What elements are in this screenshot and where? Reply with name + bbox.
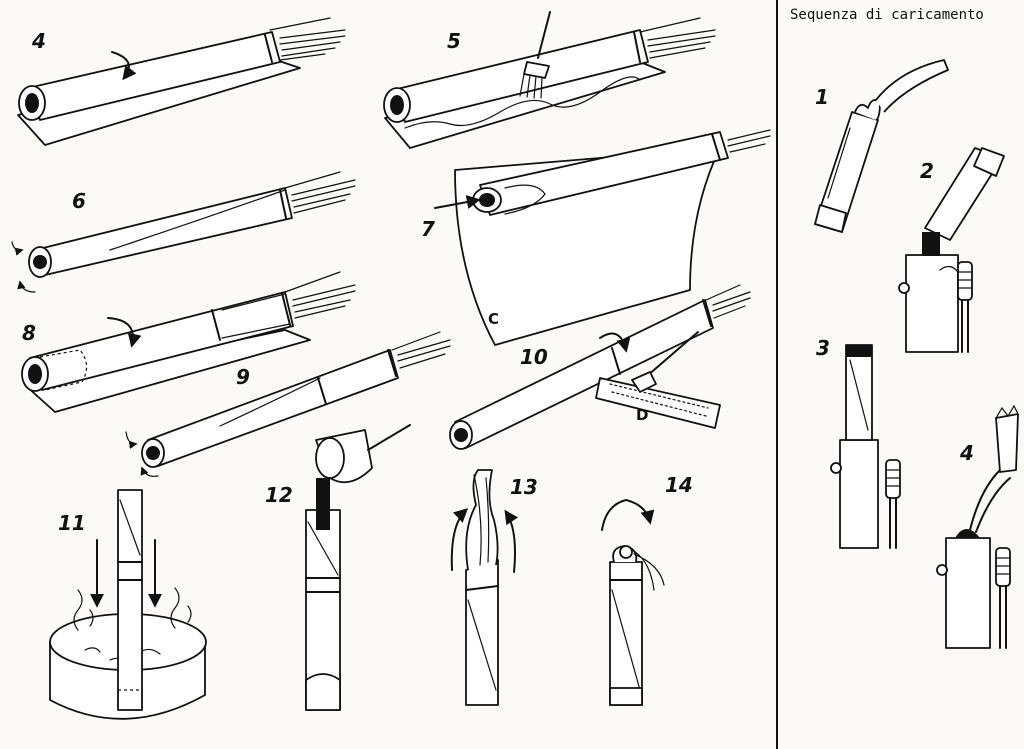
step-10-figure xyxy=(449,284,751,450)
step-14-figure xyxy=(601,499,665,706)
sequence-title: Sequenza di caricamento xyxy=(790,7,984,23)
sheet-label-d: D xyxy=(636,406,648,424)
step-label-8: 8 xyxy=(22,321,36,345)
step-12-figure xyxy=(305,424,411,711)
loading-label-4: 4 xyxy=(959,441,974,465)
loading-label-2: 2 xyxy=(920,159,934,183)
step-4-figure xyxy=(17,17,346,146)
spring-plunger-2 xyxy=(885,459,901,549)
loading-step-2-figure xyxy=(898,147,1005,353)
step-13-figure xyxy=(450,469,519,706)
step-label-12: 12 xyxy=(265,483,293,507)
step-label-4: 4 xyxy=(31,29,46,53)
step-8-figure xyxy=(21,271,356,413)
loading-step-1-figure xyxy=(814,59,949,233)
step-11-figure xyxy=(49,489,207,720)
step-label-14: 14 xyxy=(665,473,693,497)
step-label-7: 7 xyxy=(421,217,435,241)
spring-plunger-3 xyxy=(995,547,1011,649)
step-6-figure xyxy=(11,171,356,293)
spring-plunger-1 xyxy=(957,261,973,353)
step-label-9: 9 xyxy=(236,365,250,389)
step-9-figure xyxy=(125,331,451,477)
step-label-11: 11 xyxy=(58,511,86,535)
loading-step-3-figure xyxy=(830,344,901,549)
step-label-10: 10 xyxy=(520,345,548,369)
step-5-figure xyxy=(383,11,716,149)
sheet-label-c: C xyxy=(488,310,499,328)
step-label-13: 13 xyxy=(510,475,538,499)
step-label-5: 5 xyxy=(447,29,461,53)
step-label-6: 6 xyxy=(72,189,86,213)
step-7-figure xyxy=(434,129,771,346)
loading-label-3: 3 xyxy=(816,336,830,360)
loading-step-4-figure xyxy=(936,404,1019,649)
loading-label-1: 1 xyxy=(815,85,829,109)
